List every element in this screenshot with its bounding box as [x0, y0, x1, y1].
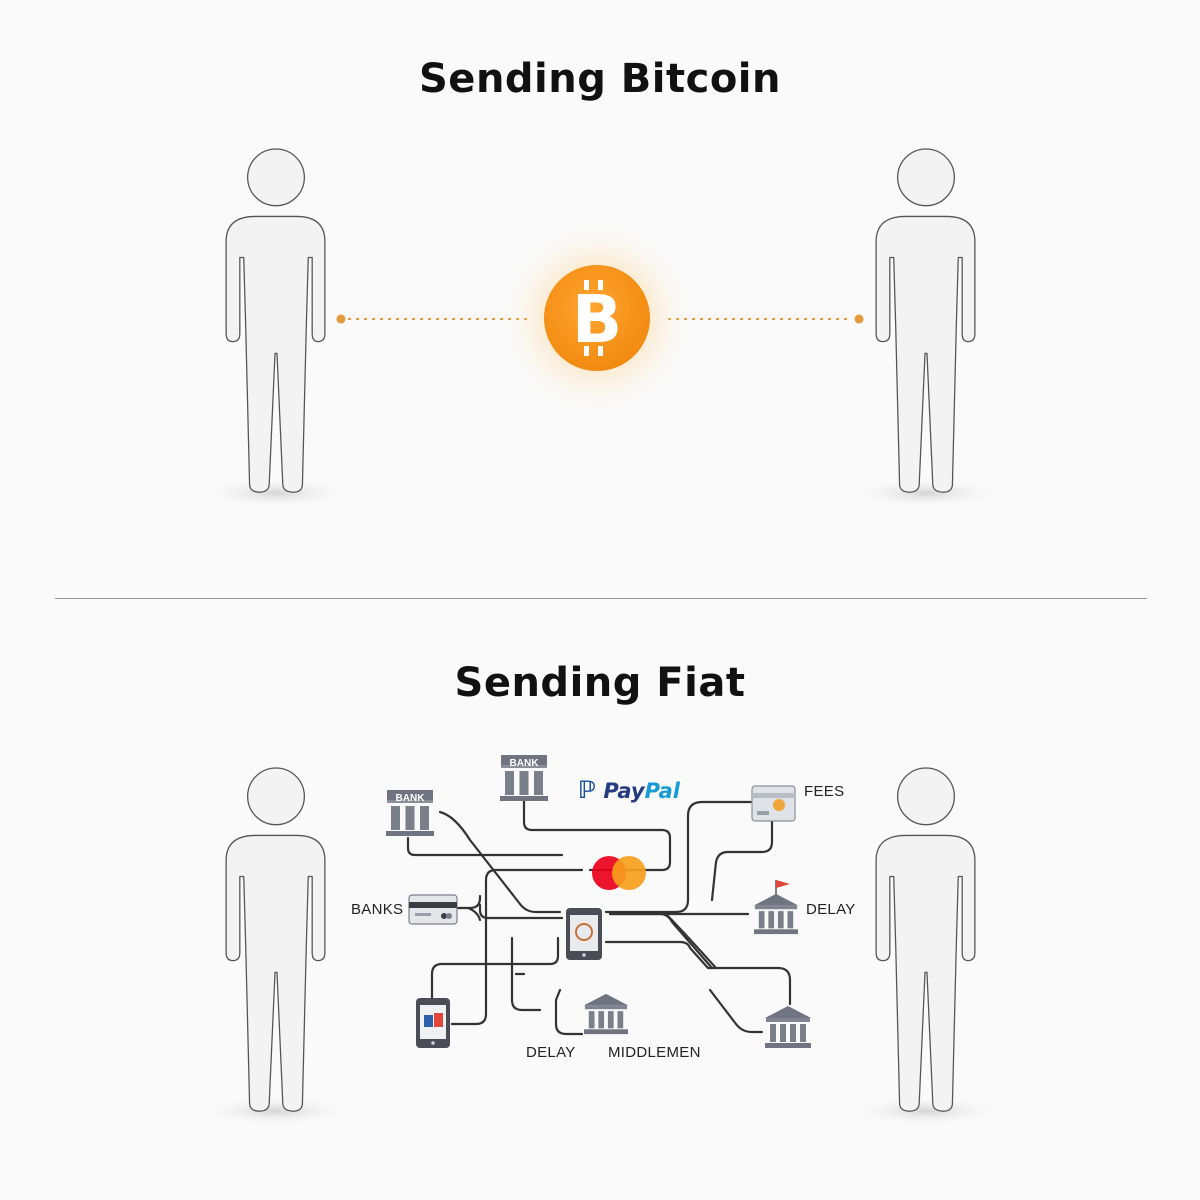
bank-icon-left: BANK [386, 790, 434, 836]
government-bank-icon-flag [754, 880, 798, 935]
credit-card-icon [408, 894, 458, 925]
bitcoin-symbol: B [572, 281, 622, 358]
bitcoin-transfer-line [336, 314, 864, 324]
title-sending-fiat: Sending Fiat [454, 660, 746, 706]
smartphone-icon-bottom [416, 998, 450, 1048]
section-divider [55, 598, 1147, 599]
paypal-logo: ℙ PayPal [578, 776, 680, 804]
fees-card-icon [751, 785, 796, 822]
smartphone-icon-center [566, 908, 602, 960]
title-sending-bitcoin: Sending Bitcoin [419, 56, 781, 102]
paypal-text-pay: Pay [603, 779, 645, 803]
government-bank-icon-right [765, 1006, 811, 1048]
label-delay-bottom: DELAY [526, 1044, 576, 1061]
shadow-right-bottom [854, 1097, 998, 1125]
label-banks: BANKS [351, 901, 404, 918]
shadow-left-bottom [204, 1097, 348, 1125]
person-icon-receiver-fiat [875, 767, 976, 1112]
person-icon-sender-fiat [225, 767, 326, 1112]
mastercard-icon [592, 856, 646, 890]
government-bank-icon-middle [584, 993, 628, 1035]
label-delay-right: DELAY [806, 901, 856, 918]
tangled-connections [406, 798, 792, 1036]
bank-icon-top: BANK [500, 755, 548, 801]
bank-tag-top: BANK [510, 758, 540, 769]
paypal-text-pal: Pal [644, 779, 680, 803]
label-fees: FEES [804, 783, 845, 800]
shadow-right-top [854, 479, 998, 507]
label-middlemen: MIDDLEMEN [608, 1044, 701, 1061]
bitcoin-icon: B [502, 223, 692, 413]
person-icon-receiver-bitcoin [875, 148, 976, 493]
shadow-left-top [204, 479, 348, 507]
bank-tag-left: BANK [396, 793, 426, 804]
person-icon-sender-bitcoin [225, 148, 326, 493]
